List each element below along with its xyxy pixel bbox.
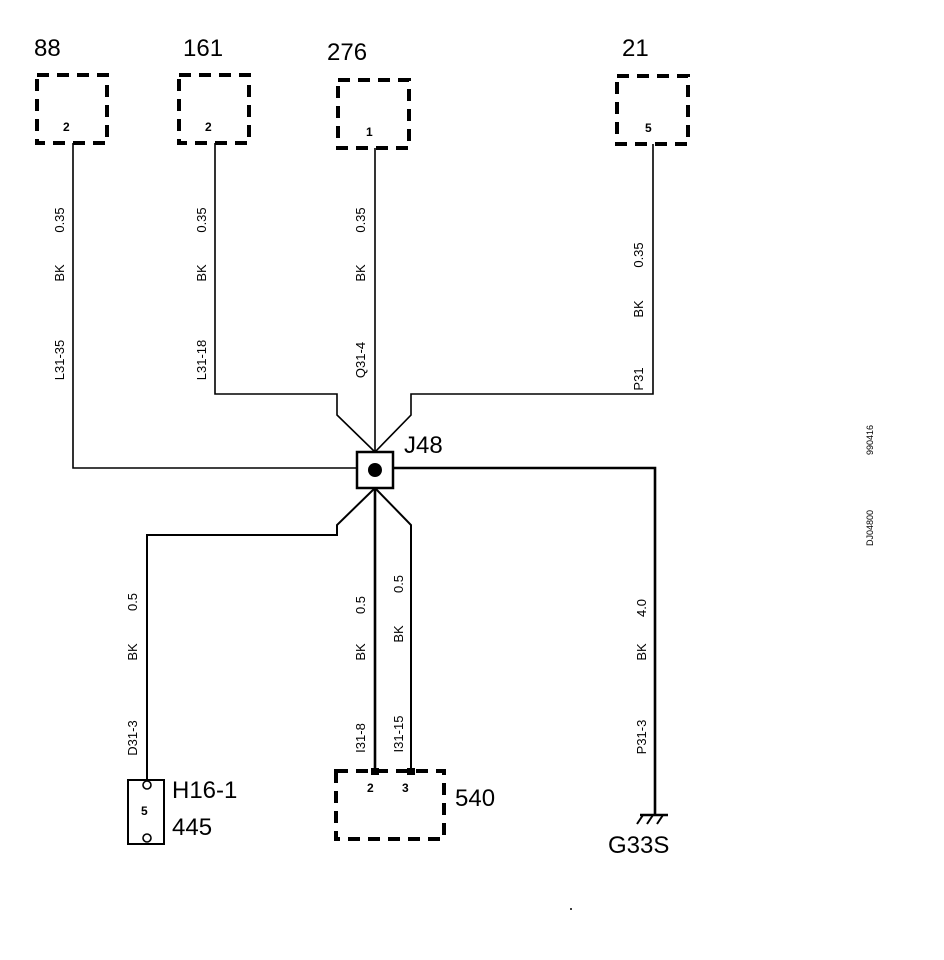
wire-h16[interactable] [146, 487, 376, 780]
wire-276-circuit: Q31-4 [353, 342, 368, 378]
connector-276-box[interactable] [336, 78, 411, 150]
wire-88[interactable] [72, 143, 356, 469]
wire-540-pin2-color: BK [353, 643, 368, 661]
ground-label: G33S [608, 832, 669, 859]
connector-88-pin: 2 [63, 120, 70, 134]
wire-ground-color: BK [634, 643, 649, 661]
wire-161[interactable] [214, 143, 376, 453]
connector-h16-label: H16-1 [172, 777, 237, 804]
wire-540-pin3-circuit: I31-15 [391, 716, 406, 753]
connector-21-label: 21 [622, 35, 649, 62]
connector-540-pin3-mark [407, 768, 415, 775]
wire-276-color: BK [353, 264, 368, 282]
wire-ground-size: 4.0 [634, 599, 649, 617]
wire-21[interactable] [374, 144, 654, 453]
margin-date: 990416 [865, 425, 875, 455]
wire-161-size: 0.35 [194, 207, 209, 232]
wire-161-color: BK [194, 264, 209, 282]
wire-h16-size: 0.5 [125, 593, 140, 611]
wire-21-size: 0.35 [631, 242, 646, 267]
connector-88-box[interactable] [35, 73, 109, 145]
connector-540-pin-3: 3 [402, 781, 409, 795]
wire-h16-color: BK [125, 643, 140, 661]
connector-540-label: 540 [455, 785, 495, 812]
wire-540-pin3-color: BK [391, 625, 406, 643]
splice-j48-label: J48 [404, 432, 443, 459]
connector-h16-pin-bottom [142, 833, 152, 843]
ground-icon [636, 813, 668, 825]
wire-21-circuit: P31 [631, 367, 646, 390]
wire-540-pin3-size: 0.5 [391, 575, 406, 593]
connector-540-box[interactable] [334, 769, 446, 841]
wire-ground-circuit: P31-3 [634, 720, 649, 755]
wire-21-color: BK [631, 300, 646, 318]
wire-88-size: 0.35 [52, 207, 67, 232]
connector-276-label: 276 [327, 39, 367, 66]
wire-276-size: 0.35 [353, 207, 368, 232]
wire-ground[interactable] [393, 466, 657, 814]
connector-21-box[interactable] [615, 74, 690, 146]
connector-h16-sub-label: 445 [172, 814, 212, 841]
connector-161-pin: 2 [205, 120, 212, 134]
connector-540-pin-2: 2 [367, 781, 374, 795]
stray-dot [570, 908, 572, 910]
margin-code: DJ04800 [865, 510, 875, 546]
connector-161-label: 161 [183, 35, 223, 62]
splice-j48-dot [368, 463, 382, 477]
wire-88-circuit: L31-35 [52, 340, 67, 380]
connector-21-pin: 5 [645, 121, 652, 135]
wire-540-pin2-size: 0.5 [353, 596, 368, 614]
connector-276-pin: 1 [366, 125, 373, 139]
connector-540-pin2-mark [371, 768, 379, 775]
wire-161-circuit: L31-18 [194, 340, 209, 380]
wire-540-pin3[interactable] [374, 487, 412, 770]
connector-161-box[interactable] [177, 73, 251, 145]
connector-h16-pin-top [142, 780, 152, 790]
wire-540-pin2-circuit: I31-8 [353, 723, 368, 753]
wire-h16-circuit: D31-3 [125, 720, 140, 755]
wire-88-color: BK [52, 264, 67, 282]
connector-88-label: 88 [34, 35, 61, 62]
connector-h16-pin: 5 [141, 804, 148, 818]
